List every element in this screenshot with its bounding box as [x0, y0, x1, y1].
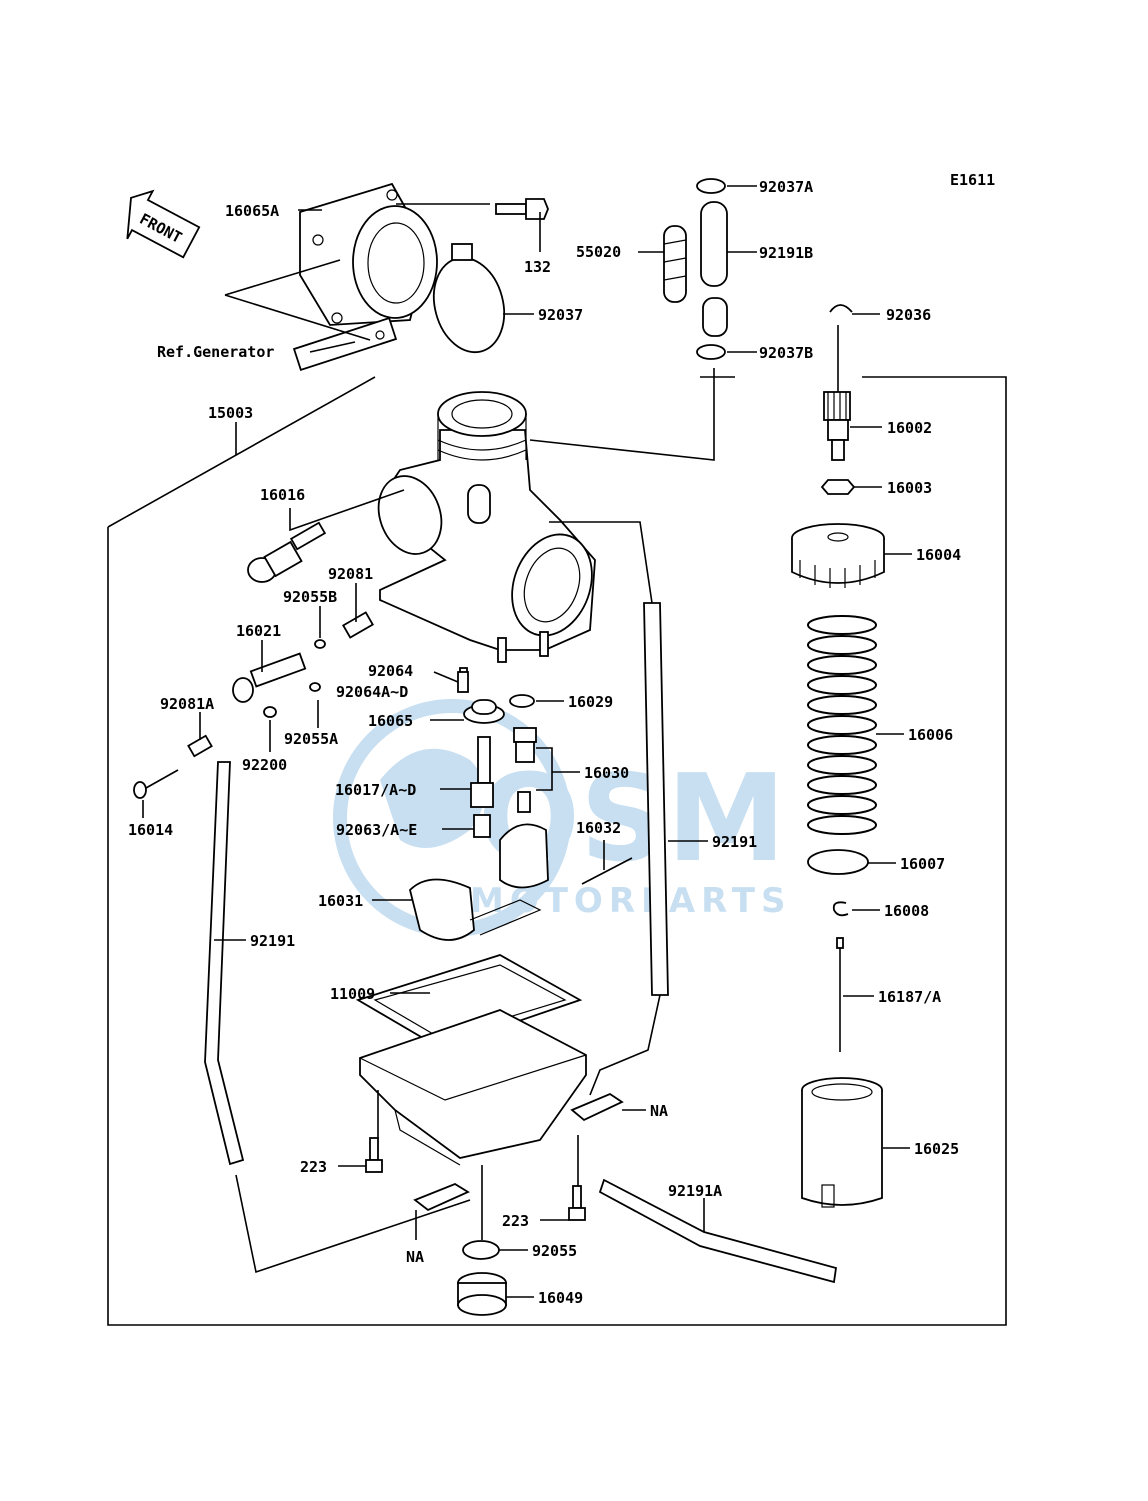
intake-manifold: [299, 182, 438, 326]
carburetor-body: [377, 391, 596, 685]
label-92081A: 92081A: [160, 695, 214, 713]
screw-223-left: [365, 1137, 383, 1173]
label-223-left: 223: [300, 1158, 327, 1176]
label-16029: 16029: [568, 693, 613, 711]
label-16002: 16002: [887, 419, 932, 437]
clip-92036: [829, 304, 853, 313]
label-16025: 16025: [914, 1140, 959, 1158]
nut-16003: [820, 479, 856, 495]
label-92055A: 92055A: [284, 730, 338, 748]
label-16031: 16031: [318, 892, 363, 910]
washer-16029: [509, 694, 535, 708]
label-na-right: NA: [650, 1102, 668, 1120]
label-11009: 11009: [330, 985, 375, 1003]
spring-92081A: [187, 734, 213, 758]
oring-92055B: [314, 639, 326, 649]
label-223-right: 223: [502, 1212, 529, 1230]
bolt-132: [495, 198, 549, 220]
label-92191-right: 92191: [712, 833, 757, 851]
bracket-na-left: [413, 1182, 470, 1212]
cable-adjuster-16002: [823, 391, 851, 461]
label-92191-left: 92191: [250, 932, 295, 950]
top-cap-16004: [791, 523, 885, 588]
holder-16065: [463, 699, 505, 724]
label-92064: 92064: [368, 662, 413, 680]
label-na-left: NA: [406, 1248, 424, 1266]
starter-plunger-16016: [247, 521, 327, 583]
label-92191A: 92191A: [668, 1182, 722, 1200]
label-92081: 92081: [328, 565, 373, 583]
label-ref-generator: Ref.Generator: [157, 343, 274, 361]
needle-jet-16017: [470, 736, 494, 808]
label-92191B: 92191B: [759, 244, 813, 262]
screw-223-right: [568, 1185, 586, 1221]
watermark: OSM MOTORPARTS: [333, 699, 786, 937]
label-16030: 16030: [584, 764, 629, 782]
tube-92191-left: [204, 761, 245, 1166]
label-16021: 16021: [236, 622, 281, 640]
float-bowl: [359, 1009, 587, 1166]
label-16017: 16017/A~D: [335, 781, 416, 799]
clip-92037B: [696, 344, 726, 360]
main-jet-92063: [473, 814, 491, 838]
oring-92055: [462, 1240, 500, 1260]
jet-92064: [457, 671, 469, 693]
label-16006: 16006: [908, 726, 953, 744]
label-92063: 92063/A~E: [336, 821, 417, 839]
spring-92081: [342, 611, 374, 639]
label-16065: 16065: [368, 712, 413, 730]
label-92200: 92200: [242, 756, 287, 774]
label-92064A-D: 92064A~D: [336, 683, 408, 701]
label-16032: 16032: [576, 819, 621, 837]
float-pin-16032: [581, 857, 633, 885]
label-15003: 15003: [208, 404, 253, 422]
vent-tube-92191B: [700, 201, 728, 337]
clip-16008: [832, 901, 849, 917]
washer-92200: [263, 706, 277, 718]
pilot-screw-16021: [232, 652, 307, 703]
screw-16014: [133, 769, 179, 799]
label-92036: 92036: [886, 306, 931, 324]
tube-92191-right: [643, 602, 669, 996]
vent-tube-55020: [663, 225, 687, 303]
label-16008: 16008: [884, 902, 929, 920]
plate-16007: [807, 849, 869, 875]
label-132: 132: [524, 258, 551, 276]
label-92055B: 92055B: [283, 588, 337, 606]
bracket-na-right: [570, 1092, 624, 1122]
label-92037A: 92037A: [759, 178, 813, 196]
label-92037B: 92037B: [759, 344, 813, 362]
diagram-code: E1611: [950, 171, 995, 189]
label-16007: 16007: [900, 855, 945, 873]
label-16014: 16014: [128, 821, 173, 839]
drain-plug-16049: [457, 1272, 507, 1316]
assembly-outline: [107, 376, 1007, 1326]
label-16004: 16004: [916, 546, 961, 564]
leader-lines: [142, 185, 912, 1298]
label-16049: 16049: [538, 1289, 583, 1307]
jet-needle-16187A: [836, 937, 844, 1052]
clip-92037A: [696, 178, 726, 194]
throttle-valve-16025: [801, 1077, 883, 1208]
label-16016: 16016: [260, 486, 305, 504]
float-16031: [409, 823, 549, 941]
label-92055: 92055: [532, 1242, 577, 1260]
label-16187A: 16187/A: [878, 988, 941, 1006]
part-labels: Ref.Generator 16065A 132 92037 55020 920…: [128, 178, 961, 1307]
float-valve-16030: [513, 727, 537, 813]
spring-16006: [807, 615, 877, 835]
front-arrow-icon: FRONT: [126, 189, 201, 259]
label-92037: 92037: [538, 306, 583, 324]
label-55020: 55020: [576, 243, 621, 261]
label-16065A: 16065A: [225, 202, 279, 220]
label-16003: 16003: [887, 479, 932, 497]
oring-92055A: [309, 682, 321, 692]
